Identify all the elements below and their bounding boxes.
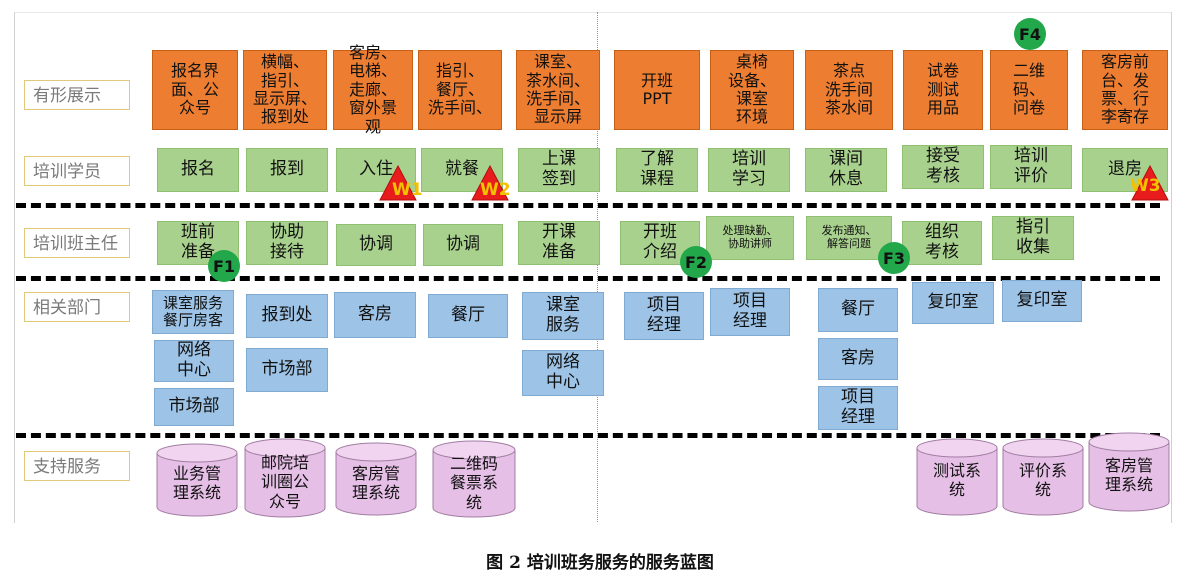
support-label: 测试系 统: [932, 460, 981, 499]
trainee-action: 报到: [246, 148, 328, 192]
trainee-action: 报名: [157, 148, 239, 192]
head-teacher-action: 协助 接待: [246, 221, 328, 265]
department-box: 课室 服务: [522, 292, 604, 340]
line-of-interaction: [16, 203, 1160, 208]
support-label: 客房管 理系统: [351, 463, 400, 502]
diagram-frame: [14, 12, 1172, 523]
department-box: 市场部: [246, 348, 328, 392]
trainee-action: 接受 考核: [902, 145, 984, 189]
head-teacher-action: 处理缺勤、 协助讲师: [706, 216, 794, 260]
decision-point: F1: [208, 250, 240, 282]
evidence-box: 客房、 电梯、 走廊、 窗外景 观: [333, 43, 413, 135]
fail-point-triangle-icon: [471, 164, 509, 201]
department-box: 项目 经理: [624, 292, 704, 340]
lane-label-trainee: 培训学员: [24, 156, 130, 186]
head-teacher-action: 发布通知、 解答问题: [806, 216, 892, 260]
department-box: 市场部: [154, 388, 234, 426]
evidence-box: 报名界 面、公 众号: [152, 50, 238, 130]
support-label: 客房管 理系统: [1104, 455, 1153, 494]
evidence-box: 茶点 洗手间 茶水间: [805, 50, 893, 130]
support-label: 二维码 餐票系 统: [449, 454, 498, 512]
department-box: 网络 中心: [522, 350, 604, 396]
evidence-box: 开班 PPT: [614, 50, 700, 130]
lane-label-departments: 相关部门: [24, 292, 130, 322]
department-box: 项目 经理: [710, 288, 790, 336]
support-cylinder: [1088, 432, 1170, 512]
line-of-visibility: [16, 276, 1160, 281]
trainee-action: 上课 签到: [518, 148, 600, 192]
support-label: 业务管 理系统: [172, 463, 221, 502]
lane-label-head-teacher: 培训班主任: [24, 228, 130, 258]
evidence-box: 桌椅 设备、 课室 环境: [710, 50, 794, 130]
decision-point: F3: [878, 242, 910, 274]
fail-point-label: W2: [480, 180, 511, 200]
line-of-internal-interaction: [16, 433, 1160, 438]
department-box: 课室服务 餐厅房客: [152, 290, 234, 334]
support-label: 邮院培 训圈公 众号: [260, 453, 309, 511]
evidence-box: 二维 码、 问卷: [990, 50, 1068, 130]
support-cylinder: [432, 440, 516, 518]
evidence-box: 指引、 餐厅、 洗手间、: [418, 50, 502, 130]
phase-divider: [597, 12, 598, 522]
support-cylinder: [156, 443, 238, 517]
department-box: 复印室: [1002, 280, 1082, 322]
support-cylinder: [244, 438, 326, 518]
fail-point-triangle-icon: [379, 164, 417, 201]
trainee-action: 了解 课程: [616, 148, 698, 192]
evidence-box: 课室、 茶水间、 洗手间、 显示屏: [516, 50, 600, 130]
trainee-action: 培训 学习: [708, 148, 790, 192]
support-cylinder: [335, 442, 417, 516]
trainee-action: 课间 休息: [805, 148, 887, 192]
department-box: 餐厅: [428, 294, 508, 338]
head-teacher-action: 指引 收集: [992, 216, 1074, 260]
department-box: 客房: [334, 292, 416, 338]
head-teacher-action: 开课 准备: [518, 221, 600, 265]
decision-point: F4: [1014, 18, 1046, 50]
fail-point-label: W3: [1130, 176, 1161, 196]
department-box: 项目 经理: [818, 386, 898, 430]
lane-label-support: 支持服务: [24, 451, 130, 481]
trainee-action: 培训 评价: [990, 145, 1072, 189]
figure-caption: 图 2 培训班务服务的服务蓝图: [486, 553, 714, 573]
head-teacher-action: 组织 考核: [902, 221, 982, 265]
evidence-box: 横幅、 指引、 显示屏、 报到处: [243, 50, 327, 130]
evidence-box: 客房前 台、发 票、行 李寄存: [1082, 50, 1168, 130]
support-cylinder: [916, 438, 998, 516]
head-teacher-action: 协调: [423, 224, 503, 266]
evidence-box: 试卷 测试 用品: [903, 50, 983, 130]
department-box: 客房: [818, 338, 898, 380]
department-box: 网络 中心: [154, 340, 234, 382]
lane-label-evidence: 有形展示: [24, 80, 130, 110]
department-box: 报到处: [246, 294, 328, 338]
department-box: 餐厅: [818, 288, 898, 332]
head-teacher-action: 班前 准备: [157, 221, 239, 265]
decision-point: F2: [680, 246, 712, 278]
department-box: 复印室: [912, 282, 994, 324]
support-cylinder: [1002, 438, 1084, 516]
support-label: 评价系 统: [1018, 460, 1067, 499]
fail-point-triangle-icon: [1131, 164, 1169, 201]
head-teacher-action: 协调: [336, 224, 416, 266]
fail-point-label: W1: [392, 180, 423, 200]
